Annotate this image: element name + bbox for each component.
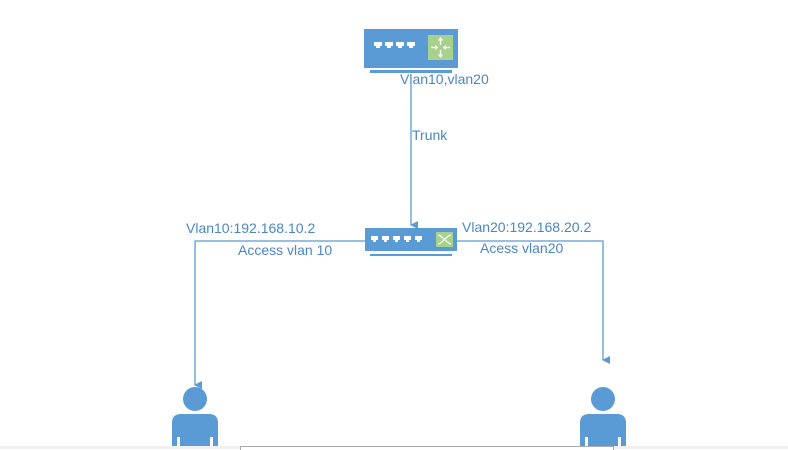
router-icon: [428, 35, 453, 60]
user-icon: [580, 387, 626, 446]
left-ip-label: Vlan10:192.168.10.2: [186, 220, 316, 236]
access-link-vlan20[interactable]: [457, 240, 610, 364]
port-icons: [371, 236, 422, 242]
router-vlan-label: Vlan10,vlan20: [400, 71, 489, 87]
port-icons: [374, 42, 415, 48]
switch-base: [370, 254, 452, 256]
right-ip-label: Vlan20:192.168.20.2: [462, 219, 592, 235]
access-link-vlan10[interactable]: [194, 240, 366, 389]
access-vlan20-label: Acess vlan20: [480, 240, 564, 256]
switch-icon: [436, 232, 453, 247]
trunk-link-label: Trunk: [412, 127, 448, 143]
user-icon: [172, 387, 218, 446]
user-node-right[interactable]: [580, 387, 626, 446]
bottom-box-edge: [240, 446, 614, 450]
switch-node[interactable]: [365, 228, 457, 256]
links: [194, 84, 610, 389]
access-vlan10-label: Access vlan 10: [238, 242, 333, 258]
user-node-left[interactable]: [172, 387, 218, 446]
router-node[interactable]: [364, 29, 458, 73]
router-base: [370, 70, 452, 73]
